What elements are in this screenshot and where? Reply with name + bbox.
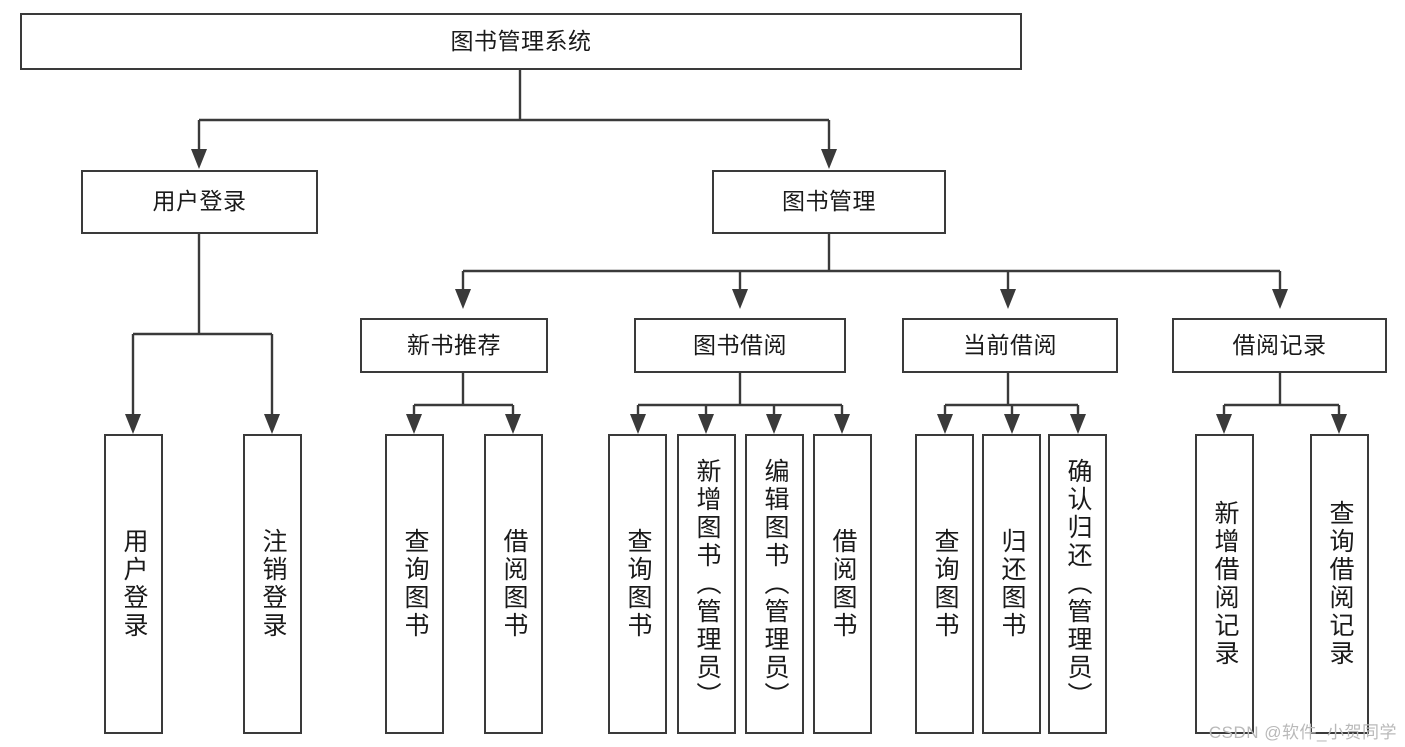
leaf-add-book-admin[interactable]: 新增图书（管理员） <box>677 434 736 734</box>
leaf-add-borrow-record[interactable]: 新增借阅记录 <box>1195 434 1254 734</box>
node-book-borrow[interactable]: 图书借阅 <box>634 318 846 373</box>
leaf-query-borrow-record-label: 查询借阅记录 <box>1326 500 1354 668</box>
leaf-user-login-label: 用户登录 <box>120 528 148 640</box>
leaf-current-query-book-label: 查询图书 <box>931 528 959 640</box>
leaf-borrow-book[interactable]: 借阅图书 <box>813 434 872 734</box>
leaf-user-login[interactable]: 用户登录 <box>104 434 163 734</box>
node-book-borrow-label: 图书借阅 <box>693 331 787 358</box>
leaf-confirm-return-admin[interactable]: 确认归还（管理员） <box>1048 434 1107 734</box>
node-borrow-records[interactable]: 借阅记录 <box>1172 318 1387 373</box>
leaf-borrow-query-book[interactable]: 查询图书 <box>608 434 667 734</box>
leaf-logout[interactable]: 注销登录 <box>243 434 302 734</box>
leaf-borrow-query-book-label: 查询图书 <box>624 528 652 640</box>
leaf-query-borrow-record[interactable]: 查询借阅记录 <box>1310 434 1369 734</box>
leaf-add-book-admin-label: 新增图书（管理员） <box>693 458 721 710</box>
leaf-edit-book-admin-label: 编辑图书（管理员） <box>761 458 789 710</box>
node-root[interactable]: 图书管理系统 <box>20 13 1022 70</box>
node-book-management[interactable]: 图书管理 <box>712 170 946 234</box>
leaf-current-query-book[interactable]: 查询图书 <box>915 434 974 734</box>
leaf-edit-book-admin[interactable]: 编辑图书（管理员） <box>745 434 804 734</box>
leaf-new-borrow-book[interactable]: 借阅图书 <box>484 434 543 734</box>
leaf-borrow-book-label: 借阅图书 <box>829 528 857 640</box>
leaf-add-borrow-record-label: 新增借阅记录 <box>1211 500 1239 668</box>
node-user-login[interactable]: 用户登录 <box>81 170 318 234</box>
node-root-label: 图书管理系统 <box>450 27 592 54</box>
node-book-management-label: 图书管理 <box>782 188 876 215</box>
leaf-return-book[interactable]: 归还图书 <box>982 434 1041 734</box>
leaf-confirm-return-admin-label: 确认归还（管理员） <box>1064 458 1092 710</box>
node-current-borrow-label: 当前借阅 <box>963 331 1057 358</box>
node-user-login-label: 用户登录 <box>152 188 247 215</box>
leaf-return-book-label: 归还图书 <box>998 528 1026 640</box>
node-borrow-records-label: 借阅记录 <box>1232 331 1327 358</box>
leaf-new-query-book[interactable]: 查询图书 <box>385 434 444 734</box>
node-new-book-recommend[interactable]: 新书推荐 <box>360 318 548 373</box>
node-new-book-recommend-label: 新书推荐 <box>407 331 501 358</box>
leaf-new-query-book-label: 查询图书 <box>401 528 429 640</box>
watermark: CSDN @软件_小贺同学 <box>1208 723 1397 742</box>
leaf-new-borrow-book-label: 借阅图书 <box>500 528 528 640</box>
node-current-borrow[interactable]: 当前借阅 <box>902 318 1118 373</box>
leaf-logout-label: 注销登录 <box>259 528 287 640</box>
